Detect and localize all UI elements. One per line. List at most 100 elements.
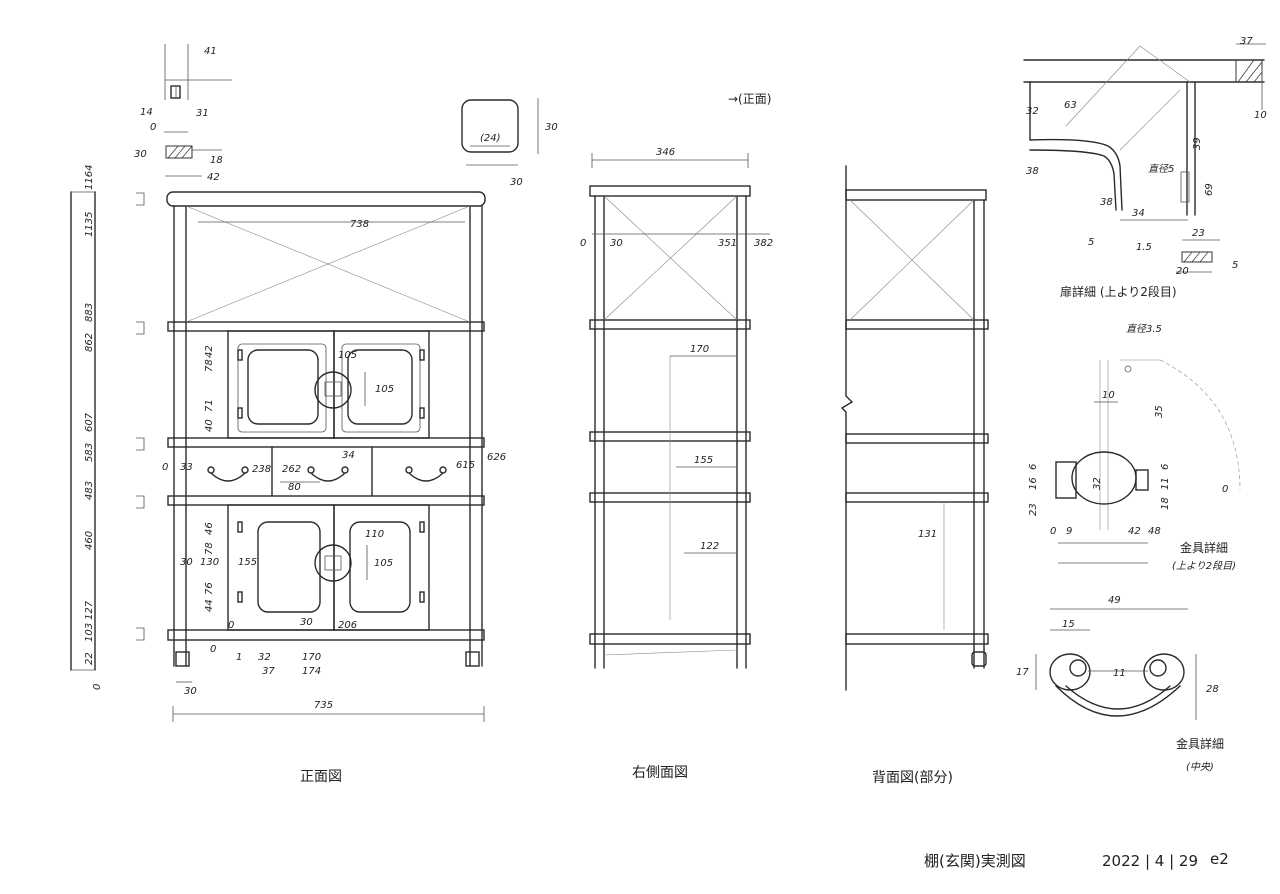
dim-18: 18 — [210, 155, 223, 166]
hardware-detail-1: 直径3.5 10 35 32 6 16 23 6 11 18 0 0 9 42 … — [1028, 323, 1241, 564]
dim-drawer-0: 0 — [162, 462, 168, 473]
dim-6-hw-a: 6 — [1028, 464, 1039, 470]
dim-122: 122 — [700, 541, 719, 552]
dim-105-a: 105 — [375, 384, 394, 395]
dim-46: 46 — [204, 522, 215, 535]
dim-48-hw: 48 — [1148, 526, 1161, 537]
dim-346: 346 — [656, 147, 675, 158]
dim-32-door: 32 — [1026, 106, 1039, 117]
dim-382: 382 — [754, 238, 773, 249]
right-side-view: 346 0 30 351 382 170 155 122 — [580, 147, 773, 669]
dim-5-b: 5 — [1232, 260, 1238, 271]
dim-110: 110 — [365, 529, 384, 540]
dim-32-hw: 32 — [1092, 477, 1103, 490]
dim-738: 738 — [350, 219, 369, 230]
dim-351: 351 — [718, 238, 737, 249]
back-view: 131 — [840, 165, 989, 691]
height-label-1164: 1164 — [84, 165, 95, 190]
dim-11-hw: 11 — [1160, 477, 1171, 490]
caption-door-detail: 扉詳細 (上より2段目) — [1060, 284, 1177, 299]
dim-44: 44 — [204, 599, 215, 612]
sheet-number: e2 — [1210, 850, 1229, 868]
dim-42-a: 42 — [204, 345, 215, 358]
dim-615: 615 — [456, 460, 475, 471]
caption-hardware-detail-2-sub: (中央) — [1186, 761, 1214, 773]
dim-39: 39 — [1192, 137, 1203, 150]
dim-30-f: 30 — [184, 686, 197, 697]
height-label-1135: 1135 — [84, 212, 95, 237]
dim-30-a: 30 — [134, 149, 147, 160]
dim-38-b: 38 — [1100, 197, 1113, 208]
dim-34: 34 — [342, 450, 355, 461]
dim-130: 130 — [200, 557, 219, 568]
caption-back-view: 背面図(部分) — [872, 770, 953, 786]
dim-78-b: 78 — [204, 542, 215, 555]
dim-30-b: 30 — [545, 122, 558, 133]
dim-1: 1 — [236, 652, 242, 663]
dim-18-hw: 18 — [1160, 497, 1171, 510]
dim-10-door: 10 — [1254, 110, 1267, 121]
dim-626: 626 — [487, 452, 506, 463]
caption-front-view: 正面図 — [300, 769, 342, 785]
dim-32-a: 32 — [258, 652, 271, 663]
hardware-detail-2: 49 15 11 17 28 — [1016, 595, 1219, 720]
caption-hardware-detail-1: 金具詳細 — [1180, 540, 1228, 555]
dim-5-a: 5 — [1088, 237, 1094, 248]
dim-238: 238 — [252, 464, 271, 475]
height-scale: 1164 1135 883 862 607 583 483 460 127 10… — [70, 165, 145, 690]
dim-76: 76 — [204, 582, 215, 595]
dim-170: 170 — [302, 652, 321, 663]
dim-78-a: 78 — [204, 359, 215, 372]
dim-30-d: 30 — [180, 557, 193, 568]
drawing-date: 2022 | 4 | 29 — [1102, 852, 1198, 870]
dim-37: 37 — [262, 666, 275, 677]
height-label-583: 583 — [84, 443, 95, 462]
dim-49: 49 — [1108, 595, 1121, 606]
dim-155: 155 — [238, 557, 257, 568]
dim-15-hw: 15 — [1062, 619, 1075, 630]
dim-20: 20 — [1176, 266, 1189, 277]
dim-38-a: 38 — [1026, 166, 1039, 177]
dim-1-5: 1.5 — [1136, 242, 1152, 253]
height-label-127: 127 — [84, 600, 95, 620]
door-detail: 37 10 63 32 38 39 69 直径5 38 34 5 1.5 23 — [1023, 36, 1267, 277]
dim-37-door: 37 — [1240, 36, 1253, 47]
dim-28: 28 — [1206, 684, 1219, 695]
post-section-detail: (24) 30 30 — [461, 98, 558, 188]
dim-23-door: 23 — [1192, 228, 1205, 239]
dim-42: 42 — [207, 172, 220, 183]
height-label-460: 460 — [84, 531, 95, 550]
dim-262: 262 — [282, 464, 301, 475]
height-label-883: 883 — [84, 303, 95, 322]
dim-71: 71 — [204, 399, 215, 412]
dim-42-hw: 42 — [1128, 526, 1141, 537]
height-label-103: 103 — [84, 623, 95, 642]
dim-11-hw2: 11 — [1113, 668, 1126, 679]
dim-6-hw-b: 6 — [1160, 464, 1171, 470]
dim-14: 14 — [140, 107, 153, 118]
dim-0: 0 — [150, 122, 156, 133]
drawing-title: 棚(玄関)実測図 — [924, 852, 1026, 870]
dim-0-base: 0 — [210, 644, 216, 655]
dim-63: 63 — [1064, 100, 1077, 111]
dim-31: 31 — [196, 108, 209, 119]
dim-105-b: 105 — [338, 350, 357, 361]
dim-206: 206 — [338, 620, 357, 631]
dim-69: 69 — [1204, 183, 1215, 196]
dim-155-side: 155 — [694, 455, 713, 466]
height-label-22: 22 — [84, 652, 95, 665]
top-rail-detail: 41 14 31 0 30 18 42 — [134, 44, 232, 183]
caption-hardware-detail-2: 金具詳細 — [1176, 736, 1224, 751]
dim-diam-3-5: 直径3.5 — [1126, 323, 1162, 335]
dim-side-30: 30 — [610, 238, 623, 249]
dim-10-hw: 10 — [1102, 390, 1115, 401]
dim-16-hw: 16 — [1028, 477, 1039, 490]
dim-34-door: 34 — [1132, 208, 1145, 219]
dim-9-hw: 9 — [1066, 526, 1072, 537]
dim-24: (24) — [480, 133, 501, 144]
dim-33: 33 — [180, 462, 193, 473]
front-view: 738 105 105 42 78 71 40 0 33 238 262 — [162, 191, 506, 722]
dim-0-door: 0 — [228, 620, 234, 631]
dim-0-hw-b: 0 — [1050, 526, 1056, 537]
dim-40: 40 — [204, 419, 215, 432]
